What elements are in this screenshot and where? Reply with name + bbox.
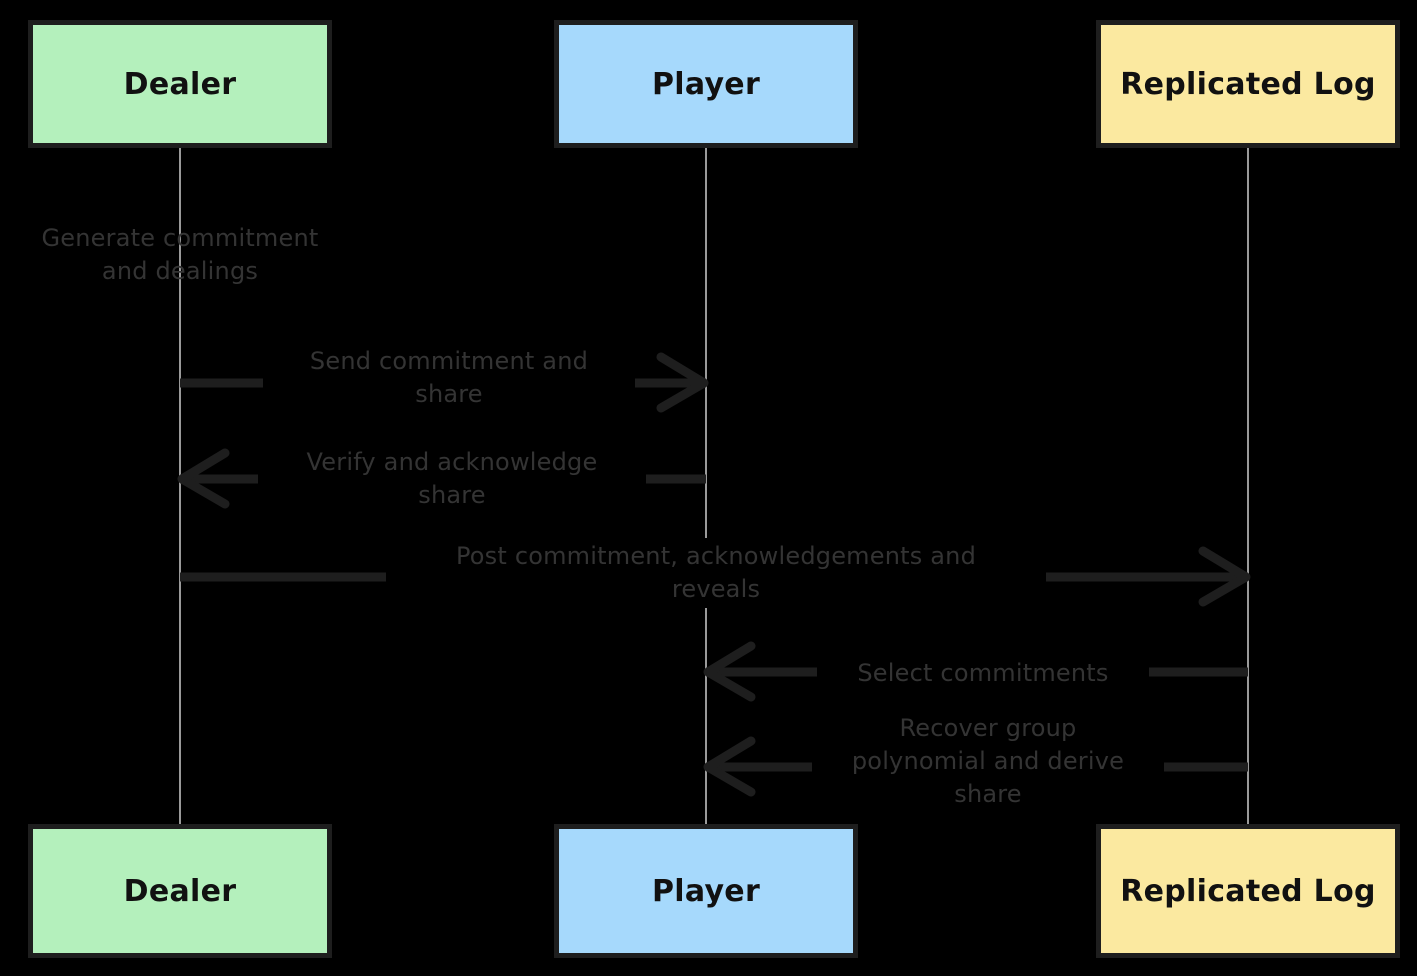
participant-dealer-top[interactable]: Dealer — [28, 20, 332, 148]
participant-dealer-top-label: Dealer — [123, 66, 237, 102]
lifeline-player — [705, 148, 707, 828]
participant-replicated-log-top[interactable]: Replicated Log — [1096, 20, 1400, 148]
participant-player-top-label: Player — [651, 66, 761, 102]
participant-replicated-log-bottom-label: Replicated Log — [1120, 873, 1376, 909]
msg-verify-acknowledge-label: Verify and acknowledge share — [258, 444, 646, 515]
participant-player-bottom-label: Player — [651, 873, 761, 909]
participant-player-bottom[interactable]: Player — [554, 824, 858, 958]
lifeline-replicated-log — [1247, 148, 1249, 828]
lifeline-dealer — [179, 148, 181, 828]
participant-dealer-bottom-label: Dealer — [123, 873, 237, 909]
participant-replicated-log-bottom[interactable]: Replicated Log — [1096, 824, 1400, 958]
msg-send-commitment-label: Send commitment and share — [263, 343, 635, 414]
note-generate-commitment: Generate commitment and dealings — [41, 224, 319, 286]
msg-select-commitments-label: Select commitments — [817, 655, 1149, 693]
participant-dealer-bottom[interactable]: Dealer — [28, 824, 332, 958]
msg-post-commitment-label: Post commitment, acknowledgements and re… — [386, 538, 1046, 609]
participant-replicated-log-top-label: Replicated Log — [1120, 66, 1376, 102]
msg-recover-polynomial-label: Recover group polynomial and derive shar… — [812, 710, 1164, 814]
participant-player-top[interactable]: Player — [554, 20, 858, 148]
